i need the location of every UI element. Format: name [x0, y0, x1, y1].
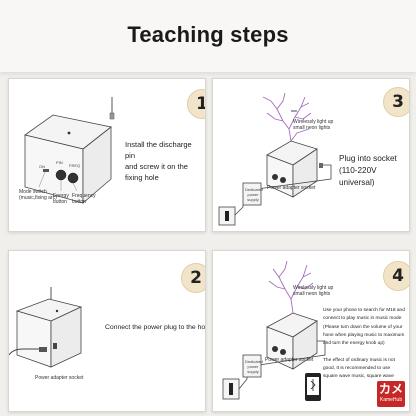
step-4-text-line: (Please turn down the volume of your: [323, 324, 403, 330]
step-3-badge: 3: [383, 87, 409, 117]
title-bar: Teaching steps: [0, 0, 416, 72]
step-4-badge: 4: [383, 261, 409, 291]
step-4-text-line: connect to play music in music mode: [323, 316, 402, 322]
adapter-label: Dedicated power supply: [245, 187, 264, 202]
neon-label: Wirelessly light up small neon lights: [293, 285, 334, 297]
page-title: Teaching steps: [127, 22, 289, 47]
neon-label: Wirelessly light up small neon lights: [293, 119, 334, 131]
pin-label: PIN: [56, 160, 63, 165]
step-4-text-line: and turn the energy knob up): [323, 341, 385, 347]
step-4-text-line: The effect of ordinary music is not: [323, 357, 395, 363]
step-3-illustration: [218, 92, 332, 226]
step-3-panel: Wirelessly light up small neon lights De…: [212, 78, 410, 232]
step-4-panel: Wirelessly light up small neon lights De…: [212, 250, 410, 412]
step-4-text-line: good, It is recommended to use: [323, 366, 391, 372]
step-4-text: Use your phone to search for M18 and conn…: [323, 307, 409, 382]
step-1-illustration: [24, 97, 115, 204]
step-1-panel: PIN FREQ ON Mode switch (music,fixing ar…: [8, 78, 206, 232]
freq-label: FREQ: [69, 163, 81, 168]
power-socket-label: Power adapter socket: [265, 357, 314, 363]
step-3-text: Plug into socket (110-220V universal): [339, 154, 397, 187]
on-label: ON: [39, 164, 45, 169]
mode-switch-label: Mode switch (music,fixing arc): [19, 189, 57, 201]
step-4-illustration: [222, 260, 326, 401]
step-4-text-line: [323, 348, 409, 356]
step-2-illustration: [9, 287, 83, 368]
step-4-text-line: Use your phone to search for M18 and: [323, 308, 405, 313]
step-2-badge: 2: [181, 263, 205, 293]
energy-button-label: Energy button: [53, 193, 69, 205]
step-4-text-line: square wave music, square wave: [323, 374, 394, 380]
step-2-panel: Power adapter socket 2 Connect the power…: [8, 250, 206, 412]
watermark-logo: カメ KameHub: [377, 381, 405, 407]
step-1-text: Install the discharge pin and screw it o…: [125, 140, 192, 182]
power-socket-label: Power adapter socket: [35, 375, 84, 381]
step-4-text-line: hone when playing music to maximum: [323, 332, 405, 338]
power-socket-label: Power adapter socket: [267, 185, 316, 191]
frequency-button-label: Frequency button: [72, 193, 96, 205]
step-2-text: Connect the power plug to the host: [105, 324, 206, 331]
adapter-label: Dedicated power supply: [245, 359, 264, 374]
